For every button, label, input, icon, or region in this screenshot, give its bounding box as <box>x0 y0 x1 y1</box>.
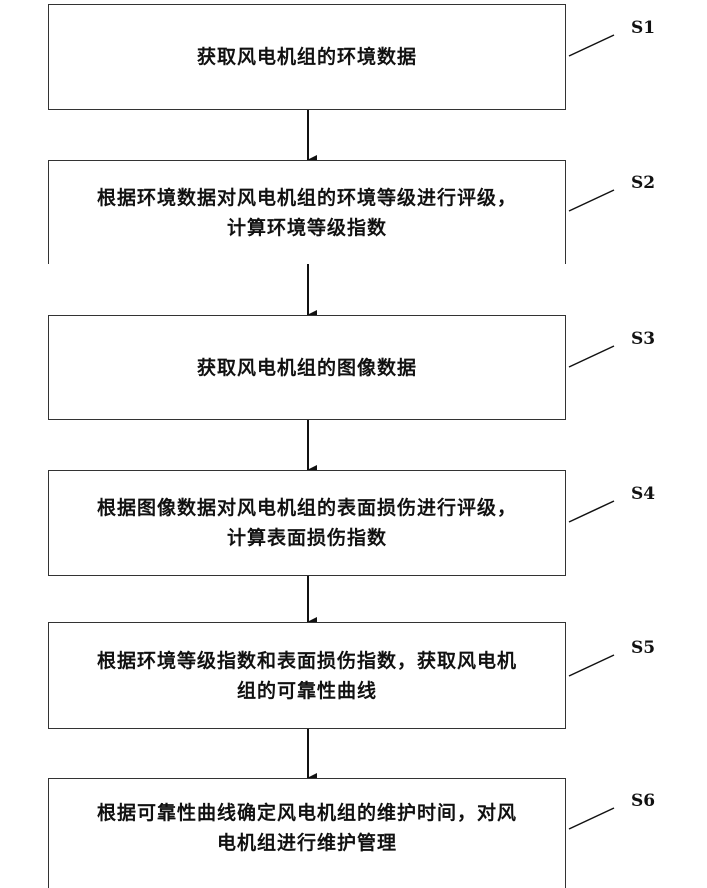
step-box-s2: 根据环境数据对风电机组的环境等级进行评级， 计算环境等级指数 <box>48 160 566 264</box>
step-text-s3: 获取风电机组的图像数据 <box>197 353 417 383</box>
leader-line-s5 <box>569 655 614 676</box>
step-text-s1: 获取风电机组的环境数据 <box>197 42 417 72</box>
leader-line-s6 <box>569 808 614 829</box>
step-label-s4: S4 <box>631 484 655 504</box>
leader-line-s1 <box>569 35 614 56</box>
step-label-s2: S2 <box>631 173 655 193</box>
step-text-s4: 根据图像数据对风电机组的表面损伤进行评级， 计算表面损伤指数 <box>97 493 517 553</box>
step-text-s5: 根据环境等级指数和表面损伤指数，获取风电机 组的可靠性曲线 <box>97 646 517 706</box>
step-box-s3: 获取风电机组的图像数据 <box>48 315 566 420</box>
step-label-s5: S5 <box>631 638 655 658</box>
step-label-s3: S3 <box>631 329 655 349</box>
leader-line-s3 <box>569 346 614 367</box>
leader-line-s2 <box>569 190 614 211</box>
step-text-s6: 根据可靠性曲线确定风电机组的维护时间，对风 电机组进行维护管理 <box>97 798 517 858</box>
step-box-s4: 根据图像数据对风电机组的表面损伤进行评级， 计算表面损伤指数 <box>48 470 566 576</box>
step-box-s6: 根据可靠性曲线确定风电机组的维护时间，对风 电机组进行维护管理 <box>48 778 566 888</box>
leader-line-s4 <box>569 501 614 522</box>
step-text-s2: 根据环境数据对风电机组的环境等级进行评级， 计算环境等级指数 <box>97 183 517 243</box>
step-label-s1: S1 <box>631 18 655 38</box>
step-label-s6: S6 <box>631 791 655 811</box>
step-box-s5: 根据环境等级指数和表面损伤指数，获取风电机 组的可靠性曲线 <box>48 622 566 729</box>
step-box-s1: 获取风电机组的环境数据 <box>48 4 566 110</box>
